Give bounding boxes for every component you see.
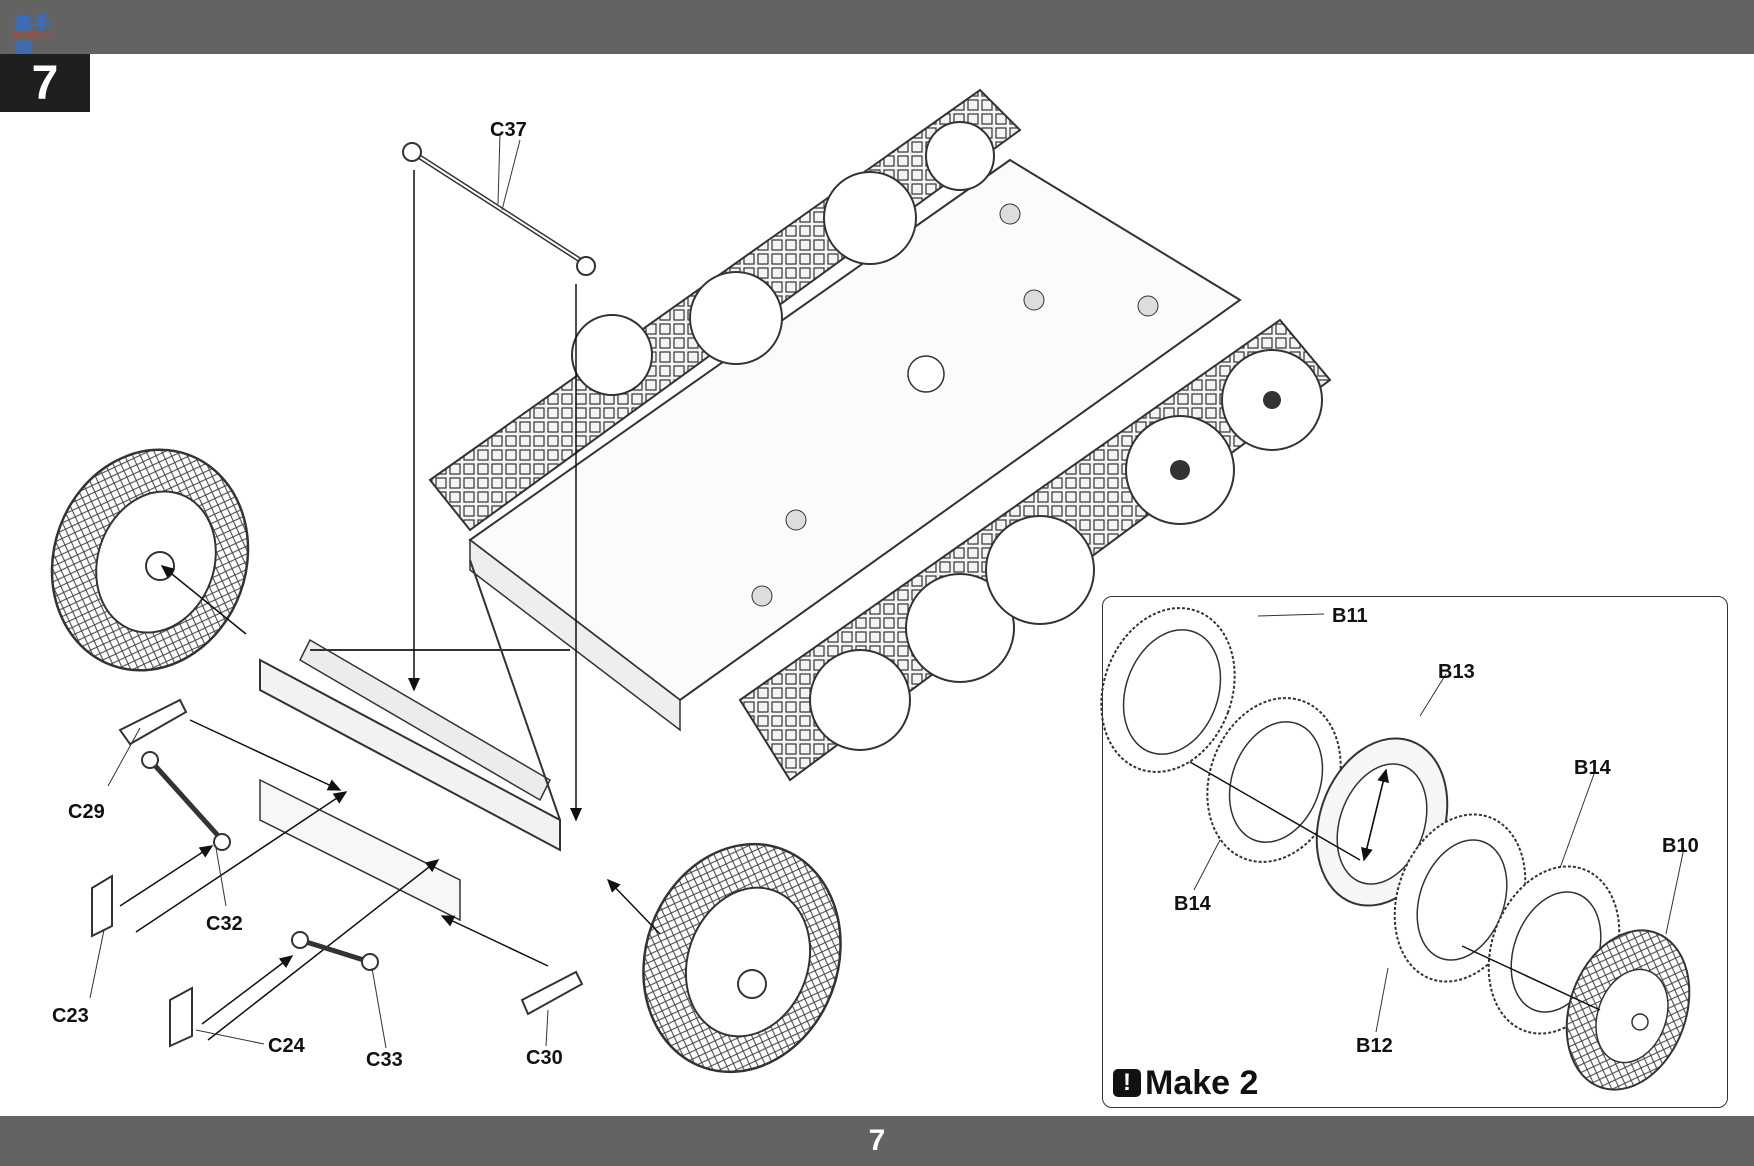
leader-c32 [215,847,227,907]
hull-plate [468,158,1242,732]
inset-panel [1102,596,1728,1108]
right-wheel-arrow [606,878,661,935]
leader-c23 [89,929,105,999]
part-c37-tie-rod [402,133,596,822]
label-b11: B11 [1332,605,1368,627]
exclamation-icon: ! [1113,1069,1141,1097]
part-c29 [118,698,342,791]
label-b13: B13 [1438,661,1475,683]
make-quantity-text: Make 2 [1145,1063,1259,1102]
rear-track-assembly [428,88,1022,532]
logo-url: gao-shou.com [12,32,57,39]
footer-bar: 7 [0,1116,1754,1166]
front-track-assembly [738,318,1332,782]
front-axle [259,559,570,922]
label-b10: B10 [1662,835,1699,857]
label-b14-right: B14 [1574,757,1612,779]
leader-c24 [195,1029,265,1045]
part-c30 [440,915,584,1016]
label-c23: C23 [52,1005,89,1027]
label-c33: C33 [366,1049,403,1071]
right-front-wheel [642,842,842,1074]
inset-wheel-exploded [1100,607,1691,1091]
top-header-bar: 高手网 gao-shou.com [0,0,1754,61]
label-b14-left: B14 [1174,893,1212,915]
label-c24: C24 [268,1035,306,1057]
label-c37: C37 [490,119,527,141]
label-c30: C30 [526,1047,563,1069]
part-c33 [291,931,379,971]
label-c32: C32 [206,913,243,935]
part-c23 [91,791,348,938]
left-wheel-arrow [160,565,247,635]
leader-c30 [545,1009,549,1047]
page-number: 7 [868,1124,886,1157]
step-number-badge: 7 [0,54,90,112]
part-c24 [169,859,440,1048]
leader-c33 [371,967,387,1049]
left-front-wheel [50,448,250,672]
part-c32 [141,751,231,851]
leader-c29 [107,727,141,787]
label-b12: B12 [1356,1035,1393,1057]
label-c29: C29 [68,801,105,823]
make-quantity-note: ! Make 2 [1113,1063,1259,1102]
leader-c37 [501,139,521,211]
